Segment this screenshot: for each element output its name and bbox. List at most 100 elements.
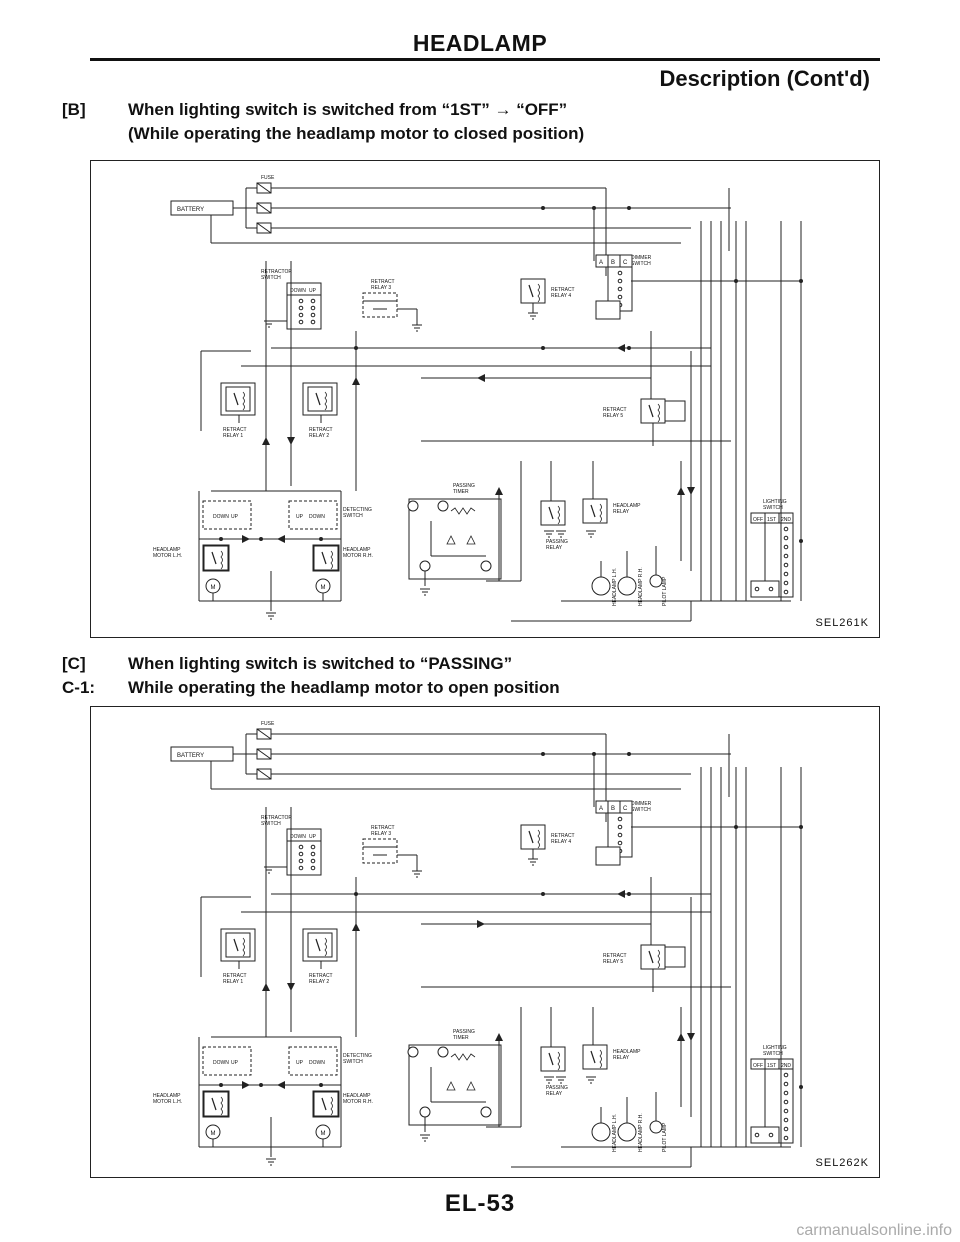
- diagram-code-c: SEL262K: [815, 1157, 869, 1169]
- label-motor-rh-1: HEADLAMP: [343, 1093, 371, 1099]
- label-headlamp-relay-2: RELAY: [613, 1055, 630, 1061]
- label-down: DOWN: [290, 288, 306, 294]
- terminal: [783, 1099, 789, 1105]
- terminal: [310, 312, 316, 318]
- terminal-2: [480, 560, 492, 572]
- terminal-1: [407, 1046, 419, 1058]
- junction-dot: [627, 752, 631, 756]
- label-passing-timer-1: PASSING: [453, 1029, 475, 1035]
- terminal: [298, 858, 304, 864]
- label-retract-relay2-2: RELAY 2: [309, 979, 329, 985]
- headlamp-lh: [591, 576, 611, 596]
- label-pilot: PILOT LAMP: [662, 1122, 668, 1152]
- retract-relay-2-coil: [307, 932, 333, 958]
- motor-lh-coil: [203, 545, 229, 571]
- terminal: [783, 1135, 789, 1141]
- wire: [315, 938, 321, 952]
- junction-dot: [219, 1083, 223, 1087]
- retract-relay-1-coil: [225, 932, 251, 958]
- label-detecting-2: SWITCH: [343, 513, 363, 519]
- wire: [321, 551, 327, 565]
- current-arrow: [242, 535, 250, 543]
- label-passing-relay-1: PASSING: [546, 1085, 568, 1091]
- coil: [242, 391, 245, 411]
- retract-relay-4: [520, 278, 546, 304]
- wire: [548, 1052, 554, 1066]
- title-rule: [90, 58, 880, 61]
- retract-relay-5: [640, 398, 666, 424]
- terminal: [754, 586, 760, 592]
- label-second: 2ND: [781, 1063, 791, 1069]
- label-detecting-1: DETECTING: [343, 507, 372, 513]
- wire: [528, 284, 534, 298]
- terminal: [310, 844, 316, 850]
- label-down: DOWN: [309, 514, 325, 520]
- motor-lh-coil: [203, 1091, 229, 1117]
- label-m: M: [321, 1131, 326, 1137]
- label-up: UP: [231, 1060, 239, 1066]
- label-motor-lh-2: MOTOR L.H.: [153, 553, 182, 559]
- terminal: [783, 580, 789, 586]
- current-arrow: [277, 535, 285, 543]
- label-b: B: [611, 260, 615, 266]
- retractor-switch-contacts: [286, 294, 322, 330]
- label-first: 1ST: [767, 1063, 776, 1069]
- junction-dot: [627, 206, 631, 210]
- terminal: [298, 305, 304, 311]
- terminal: [783, 1072, 789, 1078]
- label-passing-timer-1: PASSING: [453, 483, 475, 489]
- lighting-lower: [750, 1126, 780, 1144]
- label-m: M: [321, 585, 326, 591]
- motor-rh-coil: [313, 1091, 339, 1117]
- label-b: B: [611, 806, 615, 812]
- section-b-tag: [B]: [62, 100, 86, 119]
- wire: [256, 202, 272, 214]
- label-m: M: [211, 1131, 216, 1137]
- label-battery: BATTERY: [177, 207, 204, 213]
- retract-relay-1-coil: [225, 386, 251, 412]
- diode: [446, 1081, 456, 1091]
- terminal: [617, 286, 623, 292]
- junction-dot: [799, 539, 803, 543]
- motor-rh-coil: [313, 545, 339, 571]
- label-down: DOWN: [290, 834, 306, 840]
- junction-dot: [259, 537, 263, 541]
- terminal: [310, 319, 316, 325]
- label-down: DOWN: [213, 1060, 229, 1066]
- junction-dot: [627, 892, 631, 896]
- label-c: C: [623, 260, 628, 266]
- terminal: [310, 298, 316, 304]
- label-up: UP: [296, 514, 304, 520]
- label-battery: BATTERY: [177, 753, 204, 759]
- dimmer-lower: [595, 300, 621, 320]
- lighting-lower: [750, 580, 780, 598]
- label-off: OFF: [753, 1063, 763, 1069]
- label-retract-relay3-2: RELAY 3: [371, 285, 391, 291]
- headlamp-relay: [582, 1044, 608, 1070]
- wire: [211, 551, 217, 565]
- coil: [537, 829, 540, 849]
- headlamp-lh: [591, 1122, 611, 1142]
- label-passing-timer-2: TIMER: [453, 1035, 469, 1041]
- section-c-line1: When lighting switch is switched to “PAS…: [128, 654, 513, 673]
- detecting-switch-lh: [202, 500, 252, 530]
- terminal-3: [419, 560, 431, 572]
- label-retract-relay1-2: RELAY 1: [223, 979, 243, 985]
- label-passing-relay-2: RELAY: [546, 1091, 563, 1097]
- label-up: UP: [309, 834, 317, 840]
- terminal: [617, 294, 623, 300]
- label-retract-relay3-1: RETRACT: [371, 825, 395, 831]
- terminal: [298, 844, 304, 850]
- junction-dot: [259, 1083, 263, 1087]
- label-c: C: [623, 806, 628, 812]
- label-motor-lh-1: HEADLAMP: [153, 1093, 181, 1099]
- label-lighting-1: LIGHTING: [763, 499, 787, 505]
- junction-dot: [627, 346, 631, 350]
- label-a: A: [599, 806, 603, 812]
- terminal: [783, 1126, 789, 1132]
- terminal: [783, 1108, 789, 1114]
